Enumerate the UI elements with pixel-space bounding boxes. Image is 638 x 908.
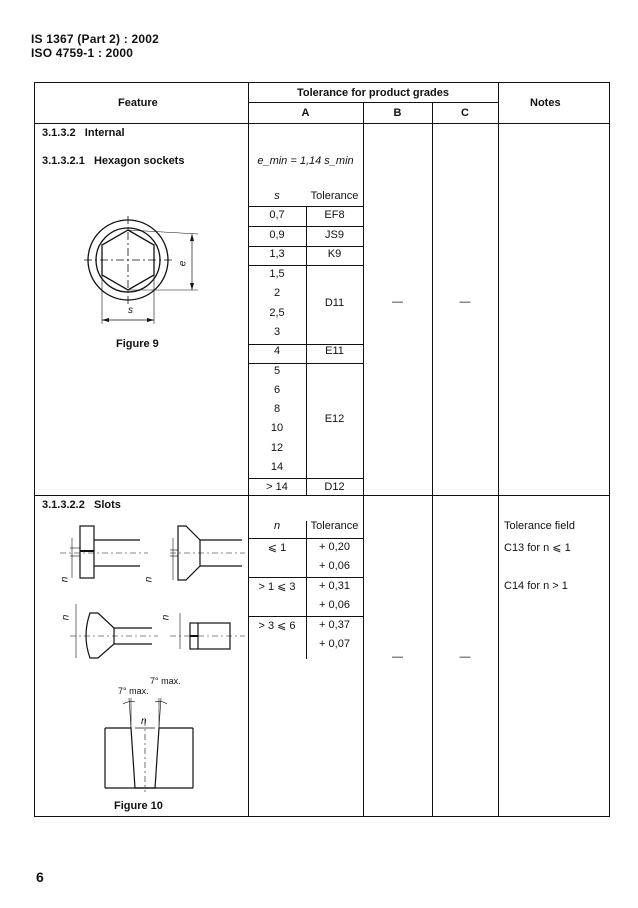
grade-b-header: B [393,107,402,119]
slots-tolerance-upper: + 0,37 [319,619,350,631]
slot-width-label-n: n [141,716,147,727]
slots-col-n: n [273,520,281,532]
slots-grade-c-value: — [459,651,471,663]
section-internal-heading: 3.1.3.2 Internal [42,127,125,139]
column-header-feature: Feature [118,97,158,109]
hex-grade-b-value: — [392,296,403,308]
hex-s-value: 10 [270,422,284,434]
slots-n-value: > 3 ⩽ 6 [258,620,296,632]
column-header-notes: Notes [530,97,561,109]
slot-angle-detail [104,697,194,792]
slot-angle-label-right: 7° max. [150,676,181,686]
slot-angle-label-left: 7° max. [118,686,149,696]
hex-s-value: 1,3 [269,248,285,260]
slots-tolerance-upper: + 0,31 [319,580,350,592]
slots-note-line: C14 for n > 1 [504,580,568,592]
figure10-label-n: n [160,614,172,621]
tolerance-table [34,82,610,817]
hex-tolerance-value: E12 [324,413,345,425]
grade-c-header: C [461,107,469,119]
hex-tolerance-value: K9 [327,248,342,260]
hex-s-value: 12 [270,442,284,454]
figure-10-caption: Figure 10 [114,800,163,812]
figure10-label-n: n [60,614,72,621]
hex-s-value: 14 [270,461,284,473]
hex-formula: e_min = 1,14 s_min [257,155,354,167]
slots-grade-b-value: — [392,651,403,663]
figure10-label-n: n [143,576,155,583]
hex-s-value: 0,7 [269,209,285,221]
standard-number-is: IS 1367 (Part 2) : 2002 [31,32,160,46]
hex-s-value: 1,5 [269,268,285,280]
slots-note-line: C13 for n ⩽ 1 [504,542,571,554]
slots-n-value: ⩽ 1 [267,542,287,554]
figure9-label-s: s [128,305,133,316]
hex-tolerance-value: EF8 [324,209,345,221]
page-number: 6 [36,869,44,885]
slots-tolerance-lower: + 0,06 [319,599,350,611]
figure10-label-n: n [59,576,71,583]
hex-s-value: > 14 [266,481,288,493]
hex-s-value: 2 [273,287,281,299]
hex-s-value: 8 [273,403,281,415]
slotted-screws-figure [60,525,245,659]
hex-col-tolerance: Tolerance [310,190,359,202]
hex-tolerance-value: D12 [324,481,345,493]
standard-number-iso: ISO 4759-1 : 2000 [31,46,134,60]
hex-tolerance-value: D11 [324,297,345,309]
figure9-label-e: e [177,260,189,267]
hex-s-value: 2,5 [269,307,285,319]
hex-s-value: 5 [273,365,281,377]
hex-grade-c-value: — [459,296,471,308]
figure-9-caption: Figure 9 [116,338,159,350]
slots-tolerance-lower: + 0,07 [319,638,350,650]
hex-tolerance-value: JS9 [325,229,344,241]
hex-col-s: s [274,190,280,202]
column-header-tolerance: Tolerance for product grades [297,87,449,99]
slots-note-line: Tolerance field [504,520,575,532]
hex-tolerance-value: E11 [325,345,344,357]
hex-s-value: 3 [273,326,281,338]
hex-s-value: 4 [273,345,281,357]
grade-a-header: A [301,107,310,119]
slots-tolerance-upper: + 0,20 [319,541,350,553]
slots-tolerance-lower: + 0,06 [319,560,350,572]
hexagon-socket-figure [84,216,199,324]
slots-heading: 3.1.3.2.2 Slots [42,499,121,511]
slots-col-tolerance: Tolerance [310,520,359,532]
hex-s-value: 6 [273,384,281,396]
hexagon-sockets-heading: 3.1.3.2.1 Hexagon sockets [42,155,185,167]
slots-n-value: > 1 ⩽ 3 [258,581,296,593]
hex-s-value: 0,9 [269,229,285,241]
